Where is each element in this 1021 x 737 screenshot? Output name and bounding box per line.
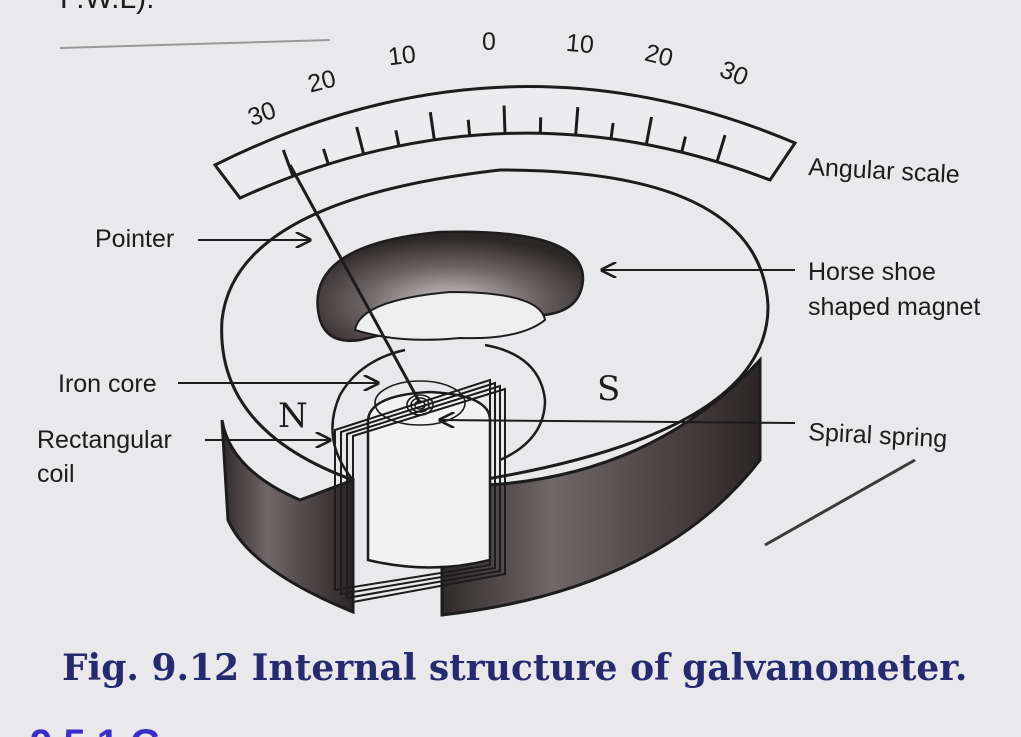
scale-major-tick bbox=[644, 116, 654, 145]
label-rectangular-coil-line1: Rectangular bbox=[37, 426, 172, 454]
tick-label-zero: 0 bbox=[482, 28, 496, 56]
scale-minor-tick bbox=[680, 136, 687, 153]
next-heading: 9.5.1 G bbox=[30, 722, 161, 737]
scale-major-tick bbox=[574, 107, 580, 136]
pole-pieces bbox=[331, 343, 547, 481]
label-north-pole: N bbox=[278, 396, 308, 436]
tick-label-left-30: 30 bbox=[244, 96, 280, 132]
tick-label-left-20: 20 bbox=[305, 65, 339, 99]
label-spiral-spring: Spiral spring bbox=[808, 418, 948, 453]
label-angular-scale: Angular scale bbox=[808, 153, 961, 189]
label-pointer: Pointer bbox=[95, 225, 174, 253]
scale-minor-tick bbox=[609, 122, 615, 139]
scale-minor-tick bbox=[466, 119, 472, 136]
pen-mark bbox=[764, 458, 916, 547]
magnet-cavity-floor bbox=[353, 290, 547, 341]
scale-major-tick bbox=[355, 126, 366, 155]
scale-major-tick bbox=[281, 149, 295, 177]
scale-ticks bbox=[281, 105, 727, 177]
tick-label-right-10: 10 bbox=[565, 29, 595, 59]
scale-major-tick bbox=[502, 105, 507, 134]
magnet-side-left bbox=[220, 419, 355, 615]
iron-core bbox=[366, 390, 492, 569]
tick-label-right-30: 30 bbox=[716, 55, 752, 91]
label-iron-core: Iron core bbox=[58, 370, 157, 398]
tick-label-right-20: 20 bbox=[642, 39, 676, 73]
spring-arrow bbox=[440, 420, 796, 423]
label-south-pole: S bbox=[597, 369, 620, 409]
page-rule bbox=[59, 39, 331, 49]
tick-label-left-10: 10 bbox=[386, 40, 417, 71]
top-text: P.W.L). bbox=[60, 0, 154, 15]
scale-major-tick bbox=[428, 111, 436, 141]
angular-scale bbox=[212, 85, 798, 200]
scale-minor-tick bbox=[394, 129, 401, 147]
rectangular-coil bbox=[334, 378, 506, 604]
spiral-spring bbox=[374, 380, 466, 426]
label-rectangular-coil-line2: coil bbox=[37, 460, 75, 488]
scale-minor-tick bbox=[322, 148, 330, 165]
scale-major-tick bbox=[715, 134, 727, 163]
label-horse-shoe-line2: shaped magnet bbox=[808, 293, 980, 321]
label-horse-shoe-line1: Horse shoe bbox=[808, 258, 936, 286]
pointer bbox=[288, 164, 422, 404]
figure-caption: Fig. 9.12 Internal structure of galvanom… bbox=[62, 647, 967, 689]
magnet-side-right bbox=[440, 356, 762, 617]
horse-shoe-magnet bbox=[220, 168, 770, 488]
